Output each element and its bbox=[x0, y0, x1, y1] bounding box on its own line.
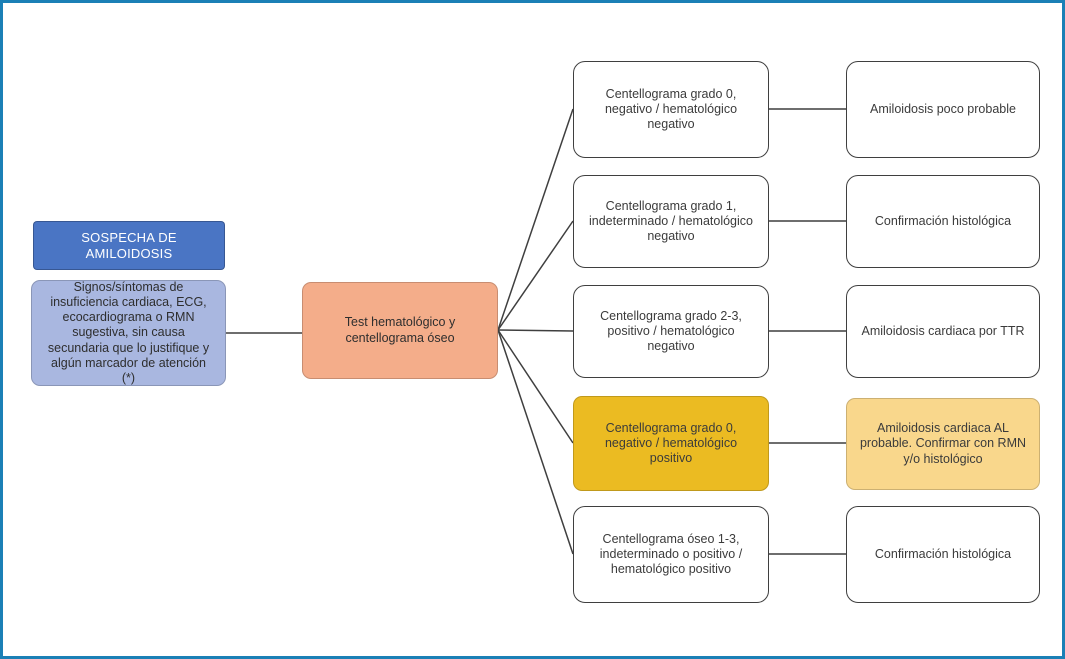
connector bbox=[497, 108, 574, 331]
connector bbox=[497, 329, 574, 555]
outcome-box-unlikely-amyloidosis: Amiloidosis poco probable bbox=[846, 61, 1040, 158]
result-box-scinti-1-3-hema-pos: Centellograma óseo 1-3, indeterminado o … bbox=[573, 506, 769, 603]
outcome-box-histologic-confirmation-1: Confirmación histológica bbox=[846, 175, 1040, 268]
result-box-scinti-grade1-hema-neg: Centellograma grado 1, indeterminado / h… bbox=[573, 175, 769, 268]
outcome-box-al-cardiac-amyloidosis: Amiloidosis cardiaca AL probable. Confir… bbox=[846, 398, 1040, 490]
connector bbox=[497, 220, 574, 331]
result-box-scinti-grade0-hema-neg: Centellograma grado 0, negativo / hemato… bbox=[573, 61, 769, 158]
clinical-criteria-box: Signos/síntomas de insuficiencia cardiac… bbox=[31, 280, 226, 386]
outcome-box-ttr-cardiac-amyloidosis: Amiloidosis cardiaca por TTR bbox=[846, 285, 1040, 378]
hematologic-test-box: Test hematológico y centellograma óseo bbox=[302, 282, 498, 379]
result-box-scinti-grade2-3-hema-neg: Centellograma grado 2-3, positivo / hema… bbox=[573, 285, 769, 378]
outcome-box-histologic-confirmation-2: Confirmación histológica bbox=[846, 506, 1040, 603]
result-box-scinti-grade0-hema-pos: Centellograma grado 0, negativo / hemato… bbox=[573, 396, 769, 491]
connector bbox=[497, 329, 574, 444]
suspicion-title-box: SOSPECHA DE AMILOIDOSIS bbox=[33, 221, 225, 270]
connector bbox=[497, 329, 574, 332]
